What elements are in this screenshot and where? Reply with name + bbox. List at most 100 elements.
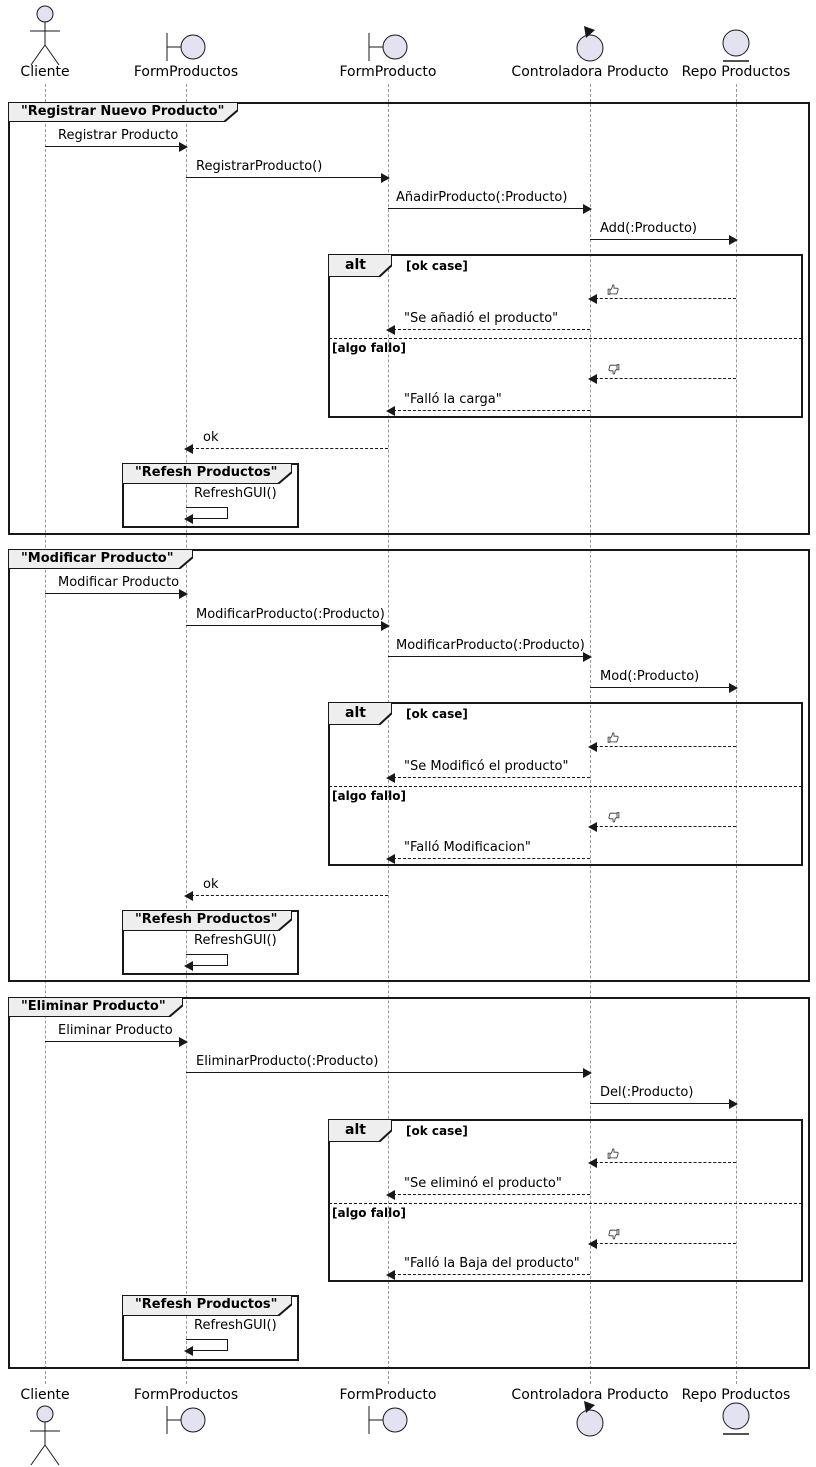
- self-message-arrow: [184, 507, 228, 524]
- arrowhead-icon: [583, 652, 592, 662]
- frame-registrar: "Registrar Nuevo Producto": [8, 102, 810, 535]
- message-label: ModificarProducto(:Producto): [396, 638, 585, 653]
- frame-title: "Refesh Productos": [135, 465, 278, 480]
- message-label: RefreshGUI(): [194, 933, 277, 948]
- boundary-icon: [368, 1406, 408, 1434]
- arrowhead-icon: [729, 683, 738, 693]
- return-arrow: [386, 406, 590, 416]
- frame-tab: "Refesh Productos": [122, 1295, 292, 1316]
- message-label: ModificarProducto(:Producto): [196, 607, 385, 622]
- message-arrow: [186, 1068, 592, 1078]
- participant-label: FormProducto: [339, 64, 437, 80]
- control-icon: [576, 26, 604, 62]
- boundary-icon: [166, 33, 206, 61]
- participant-label: Cliente: [20, 64, 70, 80]
- arrowhead-icon: [386, 773, 395, 783]
- arrowhead-icon: [588, 1239, 597, 1249]
- arrowhead-icon: [386, 325, 395, 335]
- participant-label: FormProductos: [133, 1387, 239, 1403]
- arrowhead-icon: [729, 235, 738, 245]
- lifeline-repo: [736, 84, 737, 1384]
- arrowhead-icon: [386, 1190, 395, 1200]
- message-label: AñadirProducto(:Producto): [396, 190, 568, 205]
- alt-divider: [329, 1203, 802, 1204]
- message-label: ok: [203, 877, 219, 892]
- participant-label: Cliente: [20, 1387, 70, 1403]
- return-arrow: [386, 854, 590, 864]
- alt-keyword: alt: [345, 257, 366, 273]
- arrowhead-icon: [381, 173, 390, 183]
- participant-label: FormProducto: [339, 1387, 437, 1403]
- participant-label: FormProductos: [133, 64, 239, 80]
- participant-label: Controladora Producto: [511, 64, 669, 80]
- arrowhead-icon: [184, 961, 193, 971]
- message-label: "Falló la carga": [404, 392, 502, 407]
- arrowhead-icon: [386, 406, 395, 416]
- message-label: EliminarProducto(:Producto): [196, 1054, 379, 1069]
- arrowhead-icon: [184, 1346, 193, 1356]
- message-label: Eliminar Producto: [58, 1023, 173, 1038]
- arrowhead-icon: [386, 1270, 395, 1280]
- thumbs-down-icon: [607, 1226, 620, 1245]
- guard-label: [algo fallo]: [332, 1206, 406, 1220]
- message-arrow: [388, 652, 592, 662]
- message-label: RegistrarProducto(): [196, 159, 323, 174]
- message-label: Del(:Producto): [600, 1085, 694, 1100]
- message-label: "Falló Modificacion": [404, 840, 531, 855]
- arrowhead-icon: [583, 1068, 592, 1078]
- thumbs-up-icon: [607, 1145, 620, 1164]
- frame-modificar: "Modificar Producto": [8, 549, 810, 982]
- frame-eliminar: "Eliminar Producto": [8, 997, 810, 1369]
- frame-title: "Refesh Productos": [135, 912, 278, 927]
- guard-label: [ok case]: [406, 707, 468, 721]
- lifeline-cliente: [45, 84, 46, 1384]
- arrowhead-icon: [381, 621, 390, 631]
- self-message-arrow: [184, 954, 228, 971]
- guard-label: [ok case]: [406, 259, 468, 273]
- message-arrow: [186, 621, 390, 631]
- return-arrow: [588, 374, 736, 384]
- return-arrow: [588, 294, 736, 304]
- frame-tab: "Refesh Productos": [122, 910, 292, 931]
- frame-title: "Refesh Productos": [135, 1297, 278, 1312]
- message-label: "Se Modificó el producto": [404, 759, 569, 774]
- arrowhead-icon: [588, 374, 597, 384]
- arrowhead-icon: [184, 514, 193, 524]
- alt-tab: alt: [328, 702, 392, 725]
- return-arrow: [588, 1158, 736, 1168]
- alt-fragment: alt: [328, 702, 803, 866]
- return-arrow: [184, 444, 388, 454]
- message-label: "Se eliminó el producto": [404, 1176, 562, 1191]
- return-arrow: [588, 742, 736, 752]
- return-arrow: [588, 1239, 736, 1249]
- return-arrow: [386, 1190, 590, 1200]
- message-label: RefreshGUI(): [194, 1318, 277, 1333]
- message-label: Registrar Producto: [58, 128, 179, 143]
- message-label: Mod(:Producto): [600, 669, 700, 684]
- frame-tab: "Refesh Productos": [122, 463, 292, 484]
- actor-icon: [30, 5, 60, 66]
- message-arrow: [45, 142, 188, 152]
- boundary-icon: [368, 33, 408, 61]
- alt-keyword: alt: [345, 705, 366, 721]
- participant-label: Repo Productos: [681, 64, 791, 80]
- control-icon: [576, 1401, 604, 1437]
- arrowhead-icon: [588, 742, 597, 752]
- return-arrow: [184, 891, 388, 901]
- message-arrow: [45, 1037, 188, 1047]
- boundary-icon: [166, 1406, 206, 1434]
- arrowhead-icon: [588, 1158, 597, 1168]
- return-arrow: [386, 773, 590, 783]
- message-label: "Falló la Baja del producto": [404, 1256, 580, 1271]
- alt-divider: [329, 786, 802, 787]
- alt-fragment: alt: [328, 1119, 803, 1282]
- refresh-frame: "Refesh Productos": [122, 910, 299, 975]
- arrowhead-icon: [729, 1099, 738, 1109]
- frame-tab: "Registrar Nuevo Producto": [8, 102, 238, 122]
- entity-icon: [722, 1402, 750, 1435]
- arrowhead-icon: [386, 854, 395, 864]
- refresh-frame: "Refesh Productos": [122, 463, 299, 528]
- return-arrow: [386, 1270, 590, 1280]
- frame-tab: "Modificar Producto": [8, 549, 193, 569]
- message-arrow: [590, 235, 738, 245]
